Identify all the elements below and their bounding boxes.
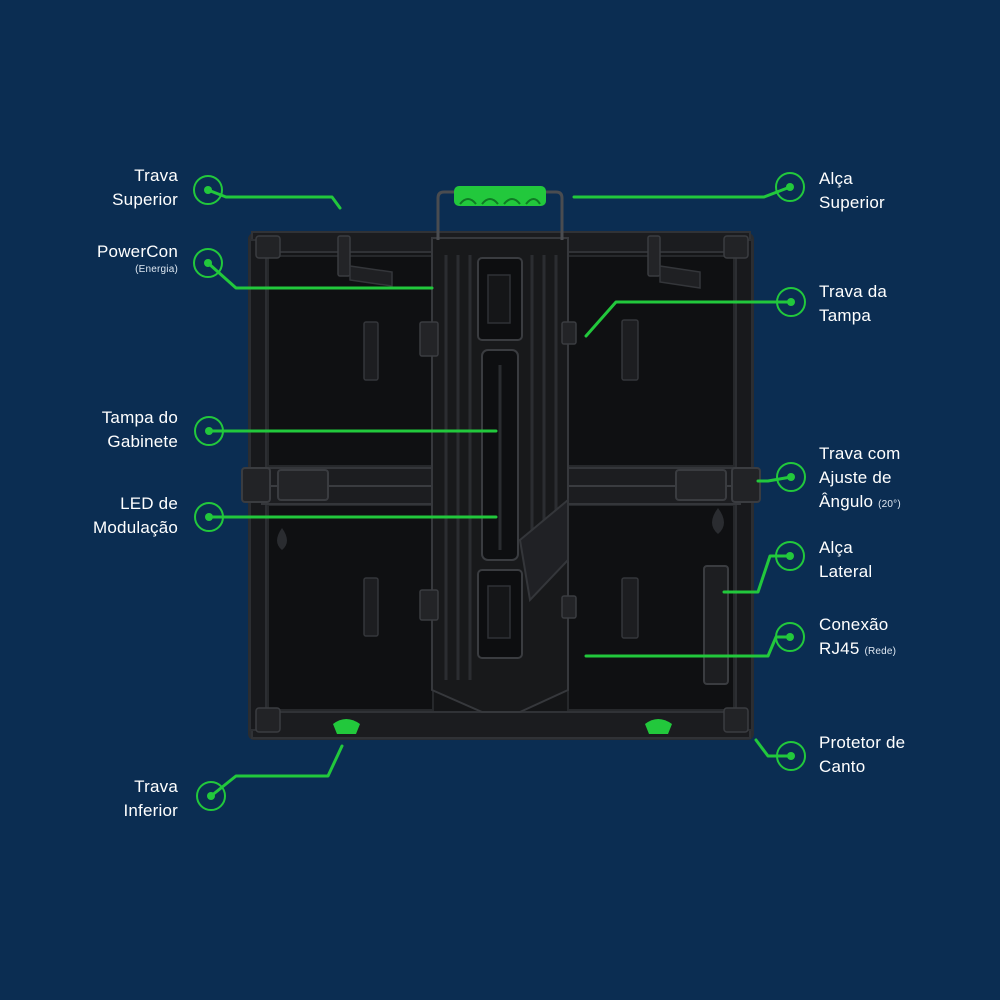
label-protetor-canto: Protetor de Canto bbox=[819, 731, 905, 779]
marker-tampa-gabinete bbox=[194, 416, 224, 446]
label-line: Superior bbox=[819, 193, 885, 212]
marker-led-modulacao bbox=[194, 502, 224, 532]
marker-trava-tampa bbox=[776, 287, 806, 317]
label-line: Canto bbox=[819, 757, 866, 776]
label-powercon: PowerCon (Energia) bbox=[97, 240, 178, 276]
label-trava-inferior: Trava Inferior bbox=[123, 775, 178, 823]
corner-protector-bl bbox=[255, 707, 281, 733]
label-note: (20°) bbox=[878, 499, 901, 510]
corner-protector-br bbox=[723, 707, 749, 733]
bottom-rail bbox=[251, 711, 751, 739]
label-tampa-gabinete: Tampa do Gabinete bbox=[102, 406, 178, 454]
panel-bottom-left bbox=[267, 504, 434, 711]
label-line-with-note: RJ45 (Rede) bbox=[819, 637, 896, 664]
bottom-lock-right bbox=[645, 719, 672, 734]
marker-alca-lateral bbox=[775, 541, 805, 571]
label-trava-ajuste: Trava com Ajuste de Ângulo (20°) bbox=[819, 442, 901, 517]
callout-markers bbox=[193, 172, 806, 811]
angle-lock-right bbox=[731, 467, 761, 503]
label-alca-superior: Alça Superior bbox=[819, 167, 885, 215]
top-handle bbox=[436, 186, 564, 240]
label-line: RJ45 bbox=[819, 639, 860, 658]
side-handle bbox=[703, 565, 729, 685]
label-line: Tampa bbox=[819, 306, 872, 325]
label-line: Alça bbox=[819, 169, 853, 188]
cabinet bbox=[241, 231, 761, 740]
marker-conexao-rj45 bbox=[775, 622, 805, 652]
label-line-with-note: Ângulo (20°) bbox=[819, 490, 901, 517]
label-conexao-rj45: Conexão RJ45 (Rede) bbox=[819, 613, 896, 664]
label-line: Alça bbox=[819, 538, 853, 557]
label-trava-superior: Trava Superior bbox=[112, 164, 178, 212]
label-line: Trava bbox=[134, 777, 178, 796]
label-note: (Rede) bbox=[864, 646, 897, 657]
marker-protetor-canto bbox=[776, 741, 806, 771]
label-line: Protetor de bbox=[819, 733, 906, 752]
corner-protector-tr bbox=[723, 235, 749, 259]
label-line: Trava da bbox=[819, 282, 888, 301]
corner-protector-tl bbox=[255, 235, 281, 259]
label-line: Gabinete bbox=[107, 432, 178, 451]
label-line: Modulação bbox=[93, 518, 178, 537]
marker-alca-superior bbox=[775, 172, 805, 202]
callout-lines bbox=[206, 185, 793, 798]
label-line: Trava bbox=[134, 166, 178, 185]
marker-trava-inferior bbox=[196, 781, 226, 811]
marker-trava-superior bbox=[193, 175, 223, 205]
label-line: PowerCon bbox=[97, 242, 178, 261]
panel-top-right bbox=[567, 255, 735, 467]
label-line: Tampa do bbox=[101, 408, 178, 427]
label-line: Ângulo bbox=[819, 492, 874, 511]
label-alca-lateral: Alça Lateral bbox=[819, 536, 872, 584]
label-line: Lateral bbox=[819, 562, 873, 581]
marker-powercon bbox=[193, 248, 223, 278]
label-line: Inferior bbox=[123, 801, 178, 820]
label-line: LED de bbox=[120, 494, 178, 513]
label-trava-tampa: Trava da Tampa bbox=[819, 280, 887, 328]
label-line: Superior bbox=[112, 190, 178, 209]
label-note: (Energia) bbox=[135, 264, 178, 275]
label-line: Conexão bbox=[819, 615, 889, 634]
bottom-lock-left bbox=[333, 719, 360, 734]
label-led-modulacao: LED de Modulação bbox=[93, 492, 178, 540]
label-line: Ajuste de bbox=[819, 468, 892, 487]
marker-trava-ajuste bbox=[776, 462, 806, 492]
angle-lock-left bbox=[241, 467, 271, 503]
label-line: Trava com bbox=[819, 444, 901, 463]
